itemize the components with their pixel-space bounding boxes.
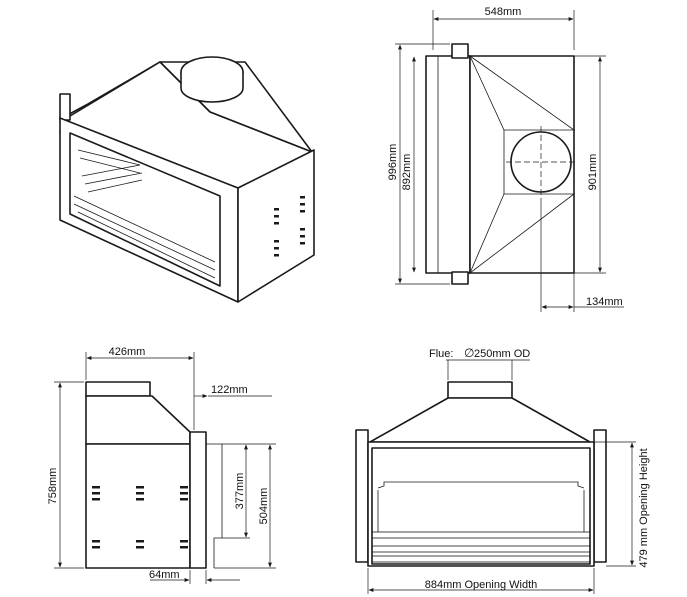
top-view: 548mm 996mm 892mm 901mm 134mm (387, 6, 624, 312)
side-flue-stub (85, 381, 151, 397)
dim-side-base-offset: 64mm (149, 569, 180, 581)
dim-side-height: 758mm (47, 468, 59, 505)
iso-side-panel (237, 149, 315, 303)
front-right-post (593, 429, 607, 563)
dim-top-width: 548mm (485, 6, 522, 18)
iso-grate (73, 149, 216, 279)
dim-front-opening-width: 884mm Opening Width (425, 579, 538, 591)
dim-top-offset: 134mm (586, 296, 623, 308)
iso-flue-body (180, 72, 244, 103)
side-view: 426mm 758mm 122mm 377mm 504mm 64mm (47, 346, 276, 584)
iso-bracket (59, 93, 71, 121)
flue-diameter-symbol: ∅ (464, 346, 474, 360)
dim-side-opening-total: 504mm (258, 488, 270, 525)
dim-side-depth: 426mm (109, 346, 146, 358)
iso-side-slots (274, 196, 305, 257)
flue-size: 250mm OD (474, 348, 530, 360)
side-hood (85, 395, 191, 445)
dim-side-opening-upper: 377mm (234, 473, 246, 510)
side-vents (92, 486, 188, 549)
isometric-view (59, 56, 315, 303)
dim-top-body-depth: 901mm (587, 154, 599, 191)
dim-side-flange: 122mm (211, 384, 248, 396)
flue-label: Flue: (429, 348, 453, 360)
front-flue-stub (447, 381, 513, 399)
front-hood (369, 397, 591, 443)
dim-top-inner-depth: 892mm (401, 154, 413, 191)
side-body (85, 443, 191, 569)
front-view: Flue: ∅ 250mm OD 884mm Opening Width 479… (355, 346, 650, 594)
top-front-frame (425, 55, 471, 274)
front-opening (371, 447, 591, 565)
side-front-frame (189, 431, 207, 569)
dim-top-outer-depth: 996mm (387, 144, 399, 181)
front-left-post (355, 429, 369, 563)
dim-front-opening-height: 479 mm Opening Height (638, 448, 650, 567)
